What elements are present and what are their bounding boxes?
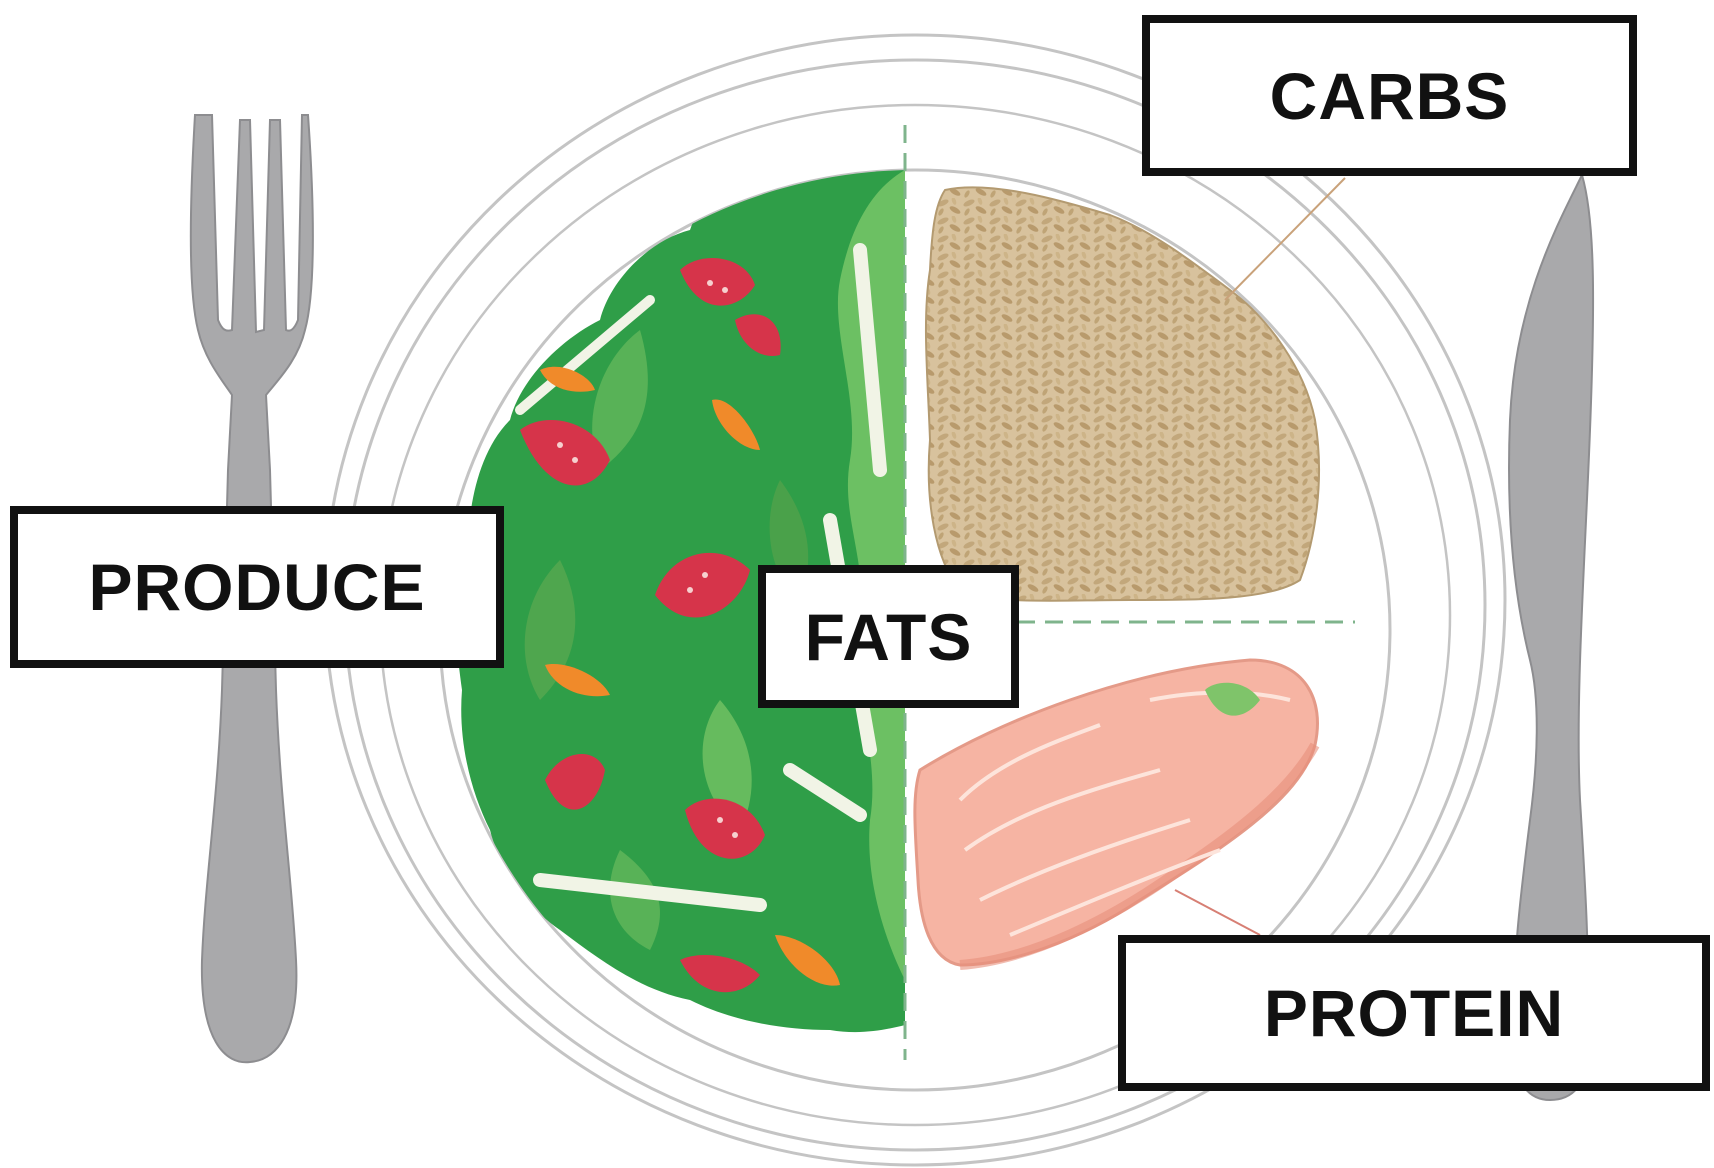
produce-label: PRODUCE <box>10 506 504 668</box>
fats-label: FATS <box>758 565 1019 708</box>
protein-label: PROTEIN <box>1118 935 1710 1091</box>
carbs-label: CARBS <box>1142 15 1637 176</box>
